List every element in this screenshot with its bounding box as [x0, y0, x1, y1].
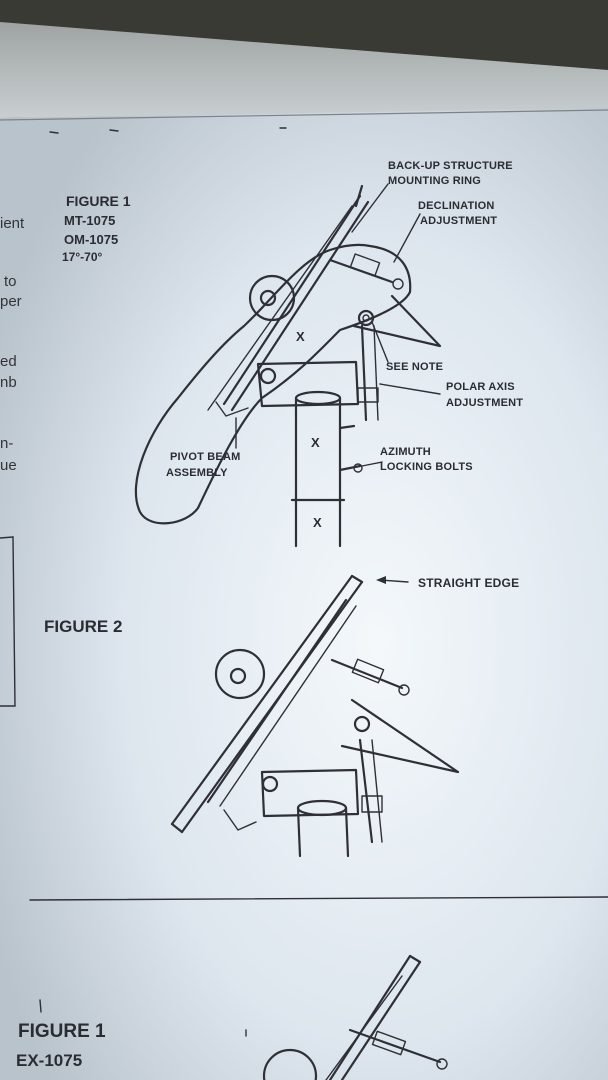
ring-strip	[325, 975, 403, 1080]
figure1-drawing	[134, 183, 442, 548]
figure1-model: OM-1075	[64, 232, 119, 247]
figure2-drawing	[170, 574, 460, 858]
section-divider	[29, 896, 608, 901]
leader-line	[379, 383, 441, 395]
bracket-bolt-center	[362, 314, 370, 322]
pivot-beam-end	[223, 809, 257, 831]
leader-line	[351, 183, 389, 233]
mark-x: X	[296, 329, 305, 344]
figure1-title: FIGURE 1	[66, 193, 131, 209]
arrow-head	[376, 576, 386, 584]
bracket-bolt	[357, 309, 375, 327]
ring-strip-end	[408, 954, 422, 964]
bracket-bolt	[353, 715, 371, 733]
leader-line	[361, 461, 383, 467]
polar-axis-screw	[371, 739, 383, 843]
label-straight-edge: STRAIGHT EDGE	[418, 576, 520, 590]
label-azimuth: LOCKING BOLTS	[380, 461, 473, 473]
figure2-title: FIGURE 2	[44, 617, 123, 636]
polar-axis-screw	[360, 324, 368, 422]
plate-bolt	[261, 775, 279, 793]
ring-strip	[219, 605, 357, 807]
page-mark	[109, 129, 119, 132]
label-backup-ring: MOUNTING RING	[388, 175, 482, 187]
figure1-model: MT-1075	[64, 213, 116, 228]
figure1-range: 17°-70°	[62, 250, 103, 264]
mounting-ring-strip	[207, 205, 353, 411]
polar-axis-screw	[358, 738, 374, 844]
declination-rod	[330, 658, 404, 690]
leader-line	[393, 213, 421, 263]
margin-box-edge	[12, 536, 16, 707]
declination-clamp	[351, 658, 385, 684]
declination-knob	[392, 278, 404, 290]
label-backup-ring: BACK-UP STRUCTURE	[388, 160, 513, 172]
base-plate	[256, 360, 360, 408]
margin-text-fragment: to	[4, 273, 17, 290]
mounting-ring-strip	[222, 194, 362, 406]
pivot-wheel	[248, 274, 296, 322]
mast-side	[344, 806, 350, 858]
label-pivot-beam: PIVOT BEAM	[170, 451, 241, 463]
mounting-ring-end	[354, 184, 364, 208]
declination-knob	[398, 684, 410, 696]
label-polar-axis: POLAR AXIS	[446, 381, 515, 393]
label-declination: ADJUSTMENT	[420, 215, 498, 227]
label-azimuth: AZIMUTH	[380, 446, 431, 458]
declination-clamp	[371, 1030, 407, 1056]
page-mark	[39, 999, 42, 1013]
mast-side	[296, 806, 302, 858]
mark-x: X	[313, 515, 322, 530]
margin-box-top	[0, 536, 14, 539]
declination-clamp	[349, 253, 381, 277]
figure1-bottom-drawing	[39, 954, 448, 1080]
mounting-ring-strip	[230, 200, 370, 412]
azimuth-bolt-head	[353, 463, 363, 473]
margin-text-fragment: nb	[0, 374, 17, 391]
polar-axis-screw	[373, 325, 379, 421]
ring-strip	[328, 954, 412, 1080]
declination-knob	[436, 1058, 448, 1070]
leader-line	[371, 321, 389, 363]
margin-text-fragment: ient	[0, 215, 25, 232]
straight-edge-end	[350, 574, 364, 584]
declination-rod	[348, 1028, 442, 1064]
ring-strip	[206, 598, 348, 804]
margin-text-fragment: per	[0, 293, 22, 310]
bracket	[340, 698, 460, 774]
figure1-bottom-title: FIGURE 1	[18, 1021, 106, 1042]
margin-text-fragment: ed	[0, 353, 17, 370]
bracket	[352, 294, 442, 348]
polar-axis-nut	[357, 387, 379, 403]
mast-top	[296, 799, 348, 817]
figure1-bottom-model: EX-1075	[16, 1051, 83, 1070]
page-mark	[49, 131, 59, 134]
straight-edge	[170, 574, 354, 826]
plate-bolt	[259, 367, 277, 385]
pivot-hub	[229, 667, 247, 685]
label-polar-axis: ADJUSTMENT	[446, 397, 524, 409]
margin-text-fragment: ue	[0, 457, 17, 474]
polar-axis-nut	[361, 795, 383, 813]
label-see-note: SEE NOTE	[386, 361, 444, 373]
azimuth-bolt	[338, 464, 362, 472]
margin-text-fragment: n-	[0, 435, 14, 452]
pivot-wheel	[214, 648, 266, 700]
pivot-beam-end	[215, 401, 249, 417]
label-pivot-beam: ASSEMBLY	[166, 467, 228, 479]
outlined-area	[134, 243, 412, 525]
pivot-hub	[259, 289, 277, 307]
ring-strip	[340, 960, 422, 1080]
straight-edge-end	[170, 822, 184, 834]
pivot-wheel	[262, 1048, 318, 1080]
azimuth-bolt	[338, 424, 356, 430]
label-declination: DECLINATION	[418, 200, 495, 212]
mark-x: X	[311, 435, 320, 450]
base-plate	[260, 768, 360, 818]
mast-top	[294, 390, 342, 406]
